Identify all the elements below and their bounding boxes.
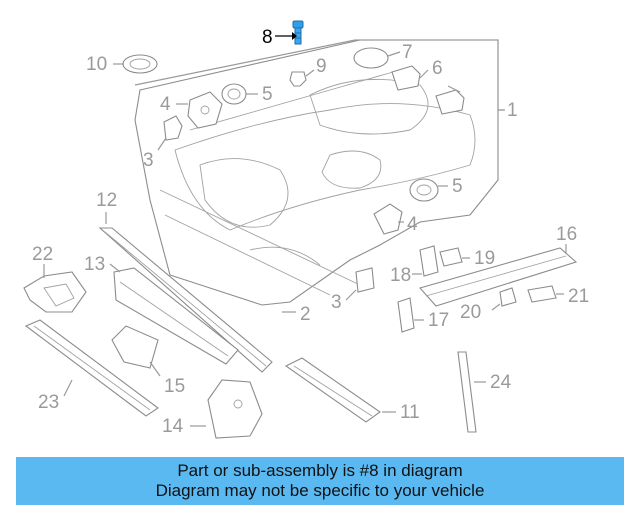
part-17-plate [397,297,415,333]
callout-5-lower: 5 [452,176,463,197]
callout-3-lower: 3 [331,292,342,313]
part-4-bracket-lower [373,203,403,235]
callout-22: 22 [32,244,53,265]
part-11-rail [284,357,381,423]
floor-pan-assembly [134,39,499,306]
callout-3-upper: 3 [143,150,154,171]
part-14-bracket [207,379,263,439]
part-12-13-crossmember [98,227,273,373]
callout-11: 11 [400,402,420,423]
part-8-bolt[interactable] [292,20,304,45]
part-7-plug [353,47,389,69]
callout-19: 19 [474,248,495,269]
callout-8: 8 [262,27,273,48]
part-15-gusset [111,325,159,369]
callout-17: 17 [428,310,449,331]
part-6-brackets [391,65,465,115]
part-4-bracket-upper [187,91,223,129]
callout-1: 1 [507,100,518,121]
callout-13: 13 [84,254,105,275]
callout-21: 21 [568,286,589,307]
info-banner: Part or sub-assembly is #8 in diagram Di… [16,457,624,505]
part-5-cover-lower [409,178,439,202]
callout-6: 6 [432,58,443,79]
part-21-bracket [527,285,557,303]
part-16-rail [419,247,578,307]
callout-5-upper: 5 [262,84,273,105]
callout-20: 20 [460,302,481,323]
callout-23: 23 [38,392,59,413]
part-23-rail [24,319,159,417]
callout-4-upper: 4 [160,94,171,115]
callout-9: 9 [316,56,327,77]
part-5-cover-upper [221,83,247,105]
callout-15: 15 [164,376,185,397]
part-18-bracket [419,245,439,277]
callout-24: 24 [490,372,512,393]
part-24-strap [457,351,477,433]
callout-10: 10 [86,54,107,75]
callout-14: 14 [162,416,184,437]
part-3-bracket-lower [355,267,375,293]
callout-18: 18 [390,265,411,286]
callout-16: 16 [556,224,577,245]
banner-line-1: Part or sub-assembly is #8 in diagram [177,461,463,480]
part-9-clip [289,71,307,87]
banner-line-2: Diagram may not be specific to your vehi… [155,481,485,500]
callout-2: 2 [300,304,311,325]
callout-4-lower: 4 [407,214,418,235]
callout-7: 7 [402,42,413,63]
callout-12: 12 [96,190,117,211]
part-20-bracket [499,287,517,307]
part-3-bracket-upper [163,115,183,141]
part-13-rail [113,267,239,365]
part-10-cap [122,54,158,74]
part-22-bracket [23,271,87,313]
part-19-bracket [439,247,463,267]
